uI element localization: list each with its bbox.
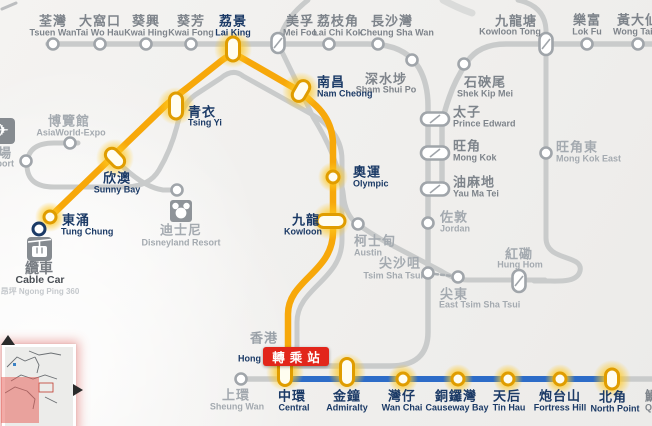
tsuen-wan-line — [45, 41, 431, 369]
station-jordan-marker[interactable] — [421, 216, 435, 230]
tst-walkway-link — [433, 272, 454, 278]
station-kwai-hing-marker[interactable] — [139, 37, 153, 51]
east-rail-line — [515, 0, 583, 284]
station-tin-hau-marker[interactable] — [500, 371, 516, 387]
station-wong-tai-sin-marker[interactable] — [631, 37, 645, 51]
station-tsing-yi-marker[interactable] — [168, 91, 184, 121]
station-lai-chi-kok-marker[interactable] — [322, 37, 336, 51]
station-airport-marker[interactable] — [19, 154, 33, 168]
station-admiralty-marker[interactable] — [339, 357, 355, 387]
interchange-badge-label: 轉乘站 — [272, 351, 325, 365]
cable-car-terminal-marker[interactable] — [31, 221, 47, 237]
minimap-pan-up-arrow[interactable] — [1, 335, 15, 345]
station-disneyland-resort-marker[interactable] — [170, 183, 184, 197]
station-austin-marker[interactable] — [351, 217, 365, 231]
station-mong-kok-east-marker[interactable] — [539, 146, 553, 160]
station-prince-edward-marker[interactable] — [419, 111, 451, 127]
station-fortress-hill-marker[interactable] — [552, 371, 568, 387]
station-tsim-sha-tsui-marker[interactable] — [421, 266, 435, 280]
station-kowloon-marker[interactable] — [315, 213, 347, 229]
station-asiaworld-expo-marker[interactable] — [63, 136, 77, 150]
station-sheung-wan-marker[interactable] — [234, 372, 248, 386]
station-hung-hom-marker[interactable] — [511, 268, 527, 294]
station-sham-shui-po-marker[interactable] — [405, 53, 419, 67]
station-north-point-marker[interactable] — [604, 367, 620, 391]
station-yau-ma-tei-marker[interactable] — [419, 181, 451, 197]
west-rail-line — [277, 0, 548, 283]
minimap-viewport-rect[interactable] — [1, 377, 39, 423]
station-tung-chung-marker[interactable] — [42, 209, 58, 225]
cable-car-label-zh: 纜車 — [25, 260, 53, 276]
minimap[interactable] — [1, 344, 76, 426]
cable-car-icon — [27, 237, 52, 261]
minimap-pan-right-arrow[interactable] — [73, 384, 83, 396]
interchange-station-badge: 轉乘站 — [263, 347, 329, 366]
fragment-top-left — [0, 1, 18, 11]
airport-icon: ✈ — [0, 118, 15, 144]
fragment-top-mid — [439, 0, 476, 17]
station-lai-king-marker[interactable] — [225, 35, 241, 63]
station-tai-wo-hau-marker[interactable] — [93, 37, 107, 51]
disneyland-mickey-icon — [170, 200, 192, 222]
cable-car-label-en: Cable Car — [15, 273, 65, 286]
ngong-ping-note: 昂坪 Ngong Ping 360 — [0, 287, 80, 296]
station-olympic-marker[interactable] — [325, 169, 341, 185]
station-wan-chai-marker[interactable] — [395, 371, 411, 387]
station-kowloon-tong-marker[interactable] — [538, 31, 554, 57]
station-lok-fu-marker[interactable] — [580, 37, 594, 51]
station-shek-kip-mei-marker[interactable] — [457, 57, 471, 71]
station-tsuen-wan-marker[interactable] — [46, 37, 60, 51]
station-east-tsim-sha-tsui-marker[interactable] — [451, 270, 465, 284]
station-kwai-fong-marker[interactable] — [184, 37, 198, 51]
station-mong-kok-marker[interactable] — [419, 145, 451, 161]
station-causeway-bay-marker[interactable] — [450, 371, 466, 387]
station-nam-cheong-marker[interactable] — [290, 78, 312, 104]
station-cheung-sha-wan-marker[interactable] — [371, 37, 385, 51]
station-sunny-bay-marker[interactable] — [103, 146, 128, 171]
station-mei-foo-marker[interactable] — [270, 31, 286, 55]
